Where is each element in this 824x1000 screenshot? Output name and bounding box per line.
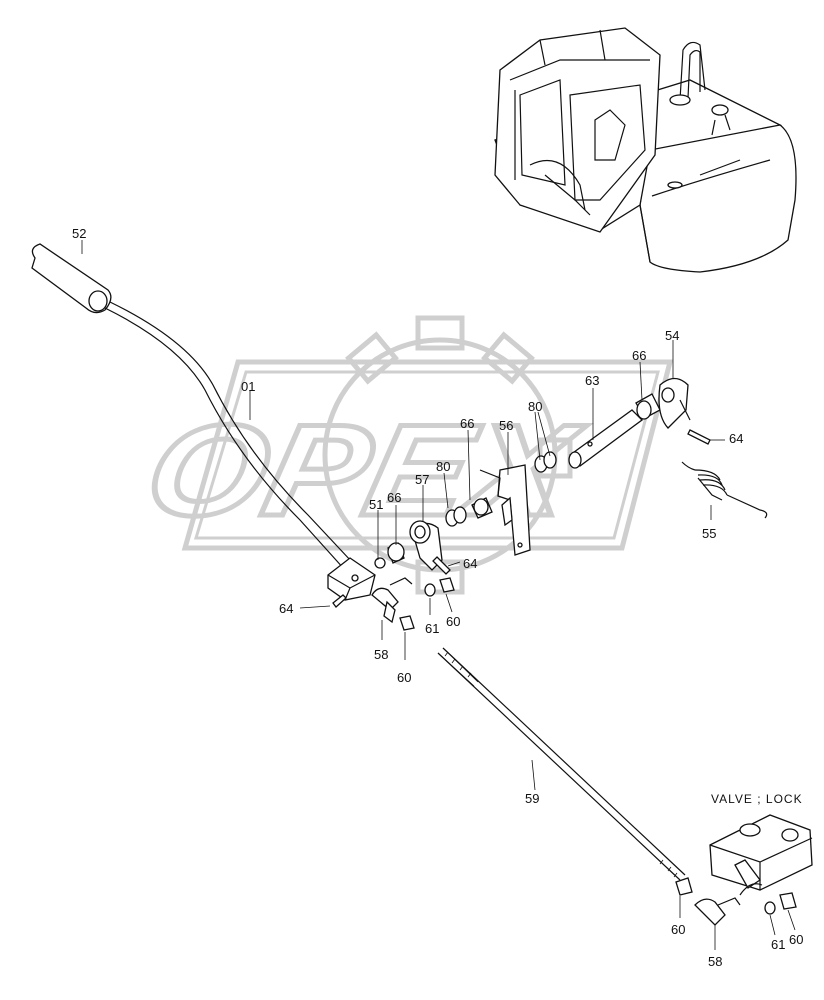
callout-52: 52 [72,226,86,241]
callout-66-left: 66 [387,490,401,505]
callout-80-left: 80 [436,459,450,474]
callout-57: 57 [415,472,429,487]
lever-rod [104,307,346,571]
callout-59: 59 [525,791,539,806]
callout-64-left: 64 [279,601,293,616]
callout-60-valve-right: 60 [789,932,803,947]
callout-51: 51 [369,497,383,512]
callout-61-left: 61 [425,621,439,636]
callout-54: 54 [665,328,679,343]
callout-64-center: 64 [463,556,477,571]
callout-58-valve: 58 [708,954,722,969]
valve-lock [694,814,813,926]
callout-61-valve: 61 [771,937,785,952]
callout-80-right: 80 [528,399,542,414]
callout-58-left: 58 [374,647,388,662]
valve-lock-title: VALVE ; LOCK [711,792,803,806]
callout-66-mid: 66 [460,416,474,431]
callout-56: 56 [499,418,513,433]
nut-51 [374,557,386,569]
callout-01: 01 [241,379,255,394]
callout-63: 63 [585,373,599,388]
callout-60-valve: 60 [671,922,685,937]
watermark-frame [181,359,674,551]
bracket-54 [658,377,689,429]
link-rod-59 [437,647,693,896]
callout-60-left: 60 [397,670,411,685]
lock-lever-assembly [31,243,376,601]
callout-66-right: 66 [632,348,646,363]
callouts: 52 01 51 66 57 80 66 56 80 63 66 54 64 5… [72,226,803,969]
excavator-overview [494,27,797,273]
callout-64-right: 64 [729,431,743,446]
spring-55 [681,461,768,519]
rod-end-58-valve [694,898,726,926]
pivot-shaft-assembly [332,377,768,631]
callout-60-mid: 60 [446,614,460,629]
leader-lines [81,240,796,950]
rod-end-58 [371,587,399,611]
callout-55: 55 [702,526,716,541]
